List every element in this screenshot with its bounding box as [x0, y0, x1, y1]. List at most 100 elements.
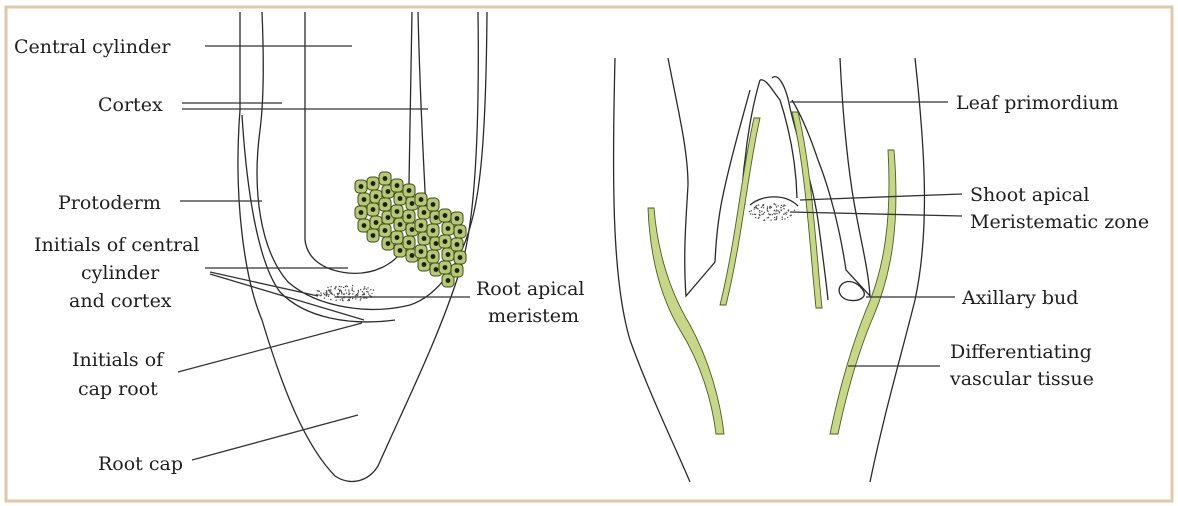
cell-nucleus [398, 248, 403, 253]
meristem-dot [334, 294, 335, 295]
meristem-dot [330, 291, 331, 292]
meristem-dot [763, 204, 764, 205]
cell-nucleus [455, 268, 460, 273]
cell-nucleus [398, 222, 403, 227]
meristem-dot [341, 298, 342, 299]
meristem-dot [794, 210, 795, 211]
meristem-dot [367, 291, 368, 292]
meristem-dot [788, 210, 789, 211]
meristem-dot [356, 294, 357, 295]
cell-nucleus [419, 249, 424, 254]
label-root-apical-meristem-line1: Root apical [476, 278, 584, 300]
label-root-cap: Root cap [98, 453, 183, 475]
meristem-dot [767, 217, 768, 218]
cell-nucleus [443, 265, 448, 270]
label-central-cylinder: Central cylinder [14, 36, 171, 58]
meristem-dot [768, 217, 769, 218]
meristem-dot [368, 293, 369, 294]
cell-nucleus [410, 201, 415, 206]
leaf-primordium-right [772, 77, 828, 300]
meristem-dot [342, 300, 343, 301]
meristem-dot [364, 286, 365, 287]
meristem-dot [776, 209, 777, 210]
meristem-dot [338, 293, 339, 294]
meristem-dot [323, 293, 324, 294]
meristem-dot [762, 205, 763, 206]
leader-initials-cap [178, 323, 362, 372]
meristem-dot [325, 292, 326, 293]
cell-nucleus [407, 214, 412, 219]
meristem-dot [755, 217, 756, 218]
vascular-strand-inner-right [792, 112, 822, 308]
cell-nucleus [455, 242, 460, 247]
label-vascular-tissue-line1: Differentiating [950, 341, 1092, 363]
meristem-dot [352, 287, 353, 288]
meristem-dot [340, 289, 341, 290]
meristem-dot [781, 205, 782, 206]
leader-shoot-apical [800, 194, 962, 200]
meristem-dot [367, 287, 368, 288]
meristem-dot [780, 207, 781, 208]
meristem-dot [758, 217, 759, 218]
cell-nucleus [371, 207, 376, 212]
label-initials-central-line2: cylinder [81, 262, 160, 284]
meristem-dot [756, 208, 757, 209]
meristem-dot [352, 293, 353, 294]
label-axillary-bud: Axillary bud [961, 287, 1078, 309]
meristem-dot [347, 286, 348, 287]
meristem-dot [371, 293, 372, 294]
meristem-dot [776, 206, 777, 207]
meristem-dot [767, 206, 768, 207]
meristem-dot [761, 207, 762, 208]
meristem-dot [784, 213, 785, 214]
meristem-dot [752, 214, 753, 215]
vascular-strand-left [648, 208, 724, 434]
meristem-dot [749, 211, 750, 212]
cell-nucleus [362, 197, 367, 202]
cell-nucleus [395, 209, 400, 214]
meristem-dot [321, 294, 322, 295]
meristem-dot [348, 291, 349, 292]
label-initials-central-line1: Initials of central [34, 234, 199, 256]
meristem-dot [349, 293, 350, 294]
meristem-dot [345, 285, 346, 286]
shoot-apical-meristem-dots [749, 203, 795, 221]
meristem-dot [363, 289, 364, 290]
meristem-dot [341, 293, 342, 294]
meristem-dot [770, 219, 771, 220]
meristem-dot [348, 299, 349, 300]
meristem-dot [369, 295, 370, 296]
meristem-dot [373, 289, 374, 290]
meristem-dot [771, 207, 772, 208]
cell-nucleus [374, 194, 379, 199]
meristem-dot [346, 293, 347, 294]
cell-nucleus [410, 253, 415, 258]
meristem-dot [754, 208, 755, 209]
label-protoderm: Protoderm [58, 192, 161, 214]
meristem-dot [763, 220, 764, 221]
meristem-dot [767, 208, 768, 209]
meristem-dot [317, 290, 318, 291]
shoot-right-outer [870, 58, 924, 482]
cell-nucleus [386, 189, 391, 194]
meristem-dot [751, 210, 752, 211]
meristem-dot [784, 218, 785, 219]
meristem-dot [779, 212, 780, 213]
meristem-dot [370, 289, 371, 290]
label-initials-cap-line2: cap root [78, 378, 158, 400]
cell-nucleus [446, 226, 451, 231]
meristem-dot [355, 298, 356, 299]
leader-meristematic-zone [790, 212, 962, 216]
meristem-dot [335, 288, 336, 289]
cell-nucleus [383, 228, 388, 233]
meristem-dot [335, 286, 336, 287]
cell-nucleus [446, 252, 451, 257]
label-cortex: Cortex [98, 94, 163, 116]
cell-nucleus [383, 176, 388, 181]
cell-nucleus [431, 254, 436, 259]
cell-nucleus [443, 239, 448, 244]
axillary-bud-shape [839, 282, 864, 301]
meristem-dot [774, 210, 775, 211]
shoot-left-outer [614, 58, 690, 482]
